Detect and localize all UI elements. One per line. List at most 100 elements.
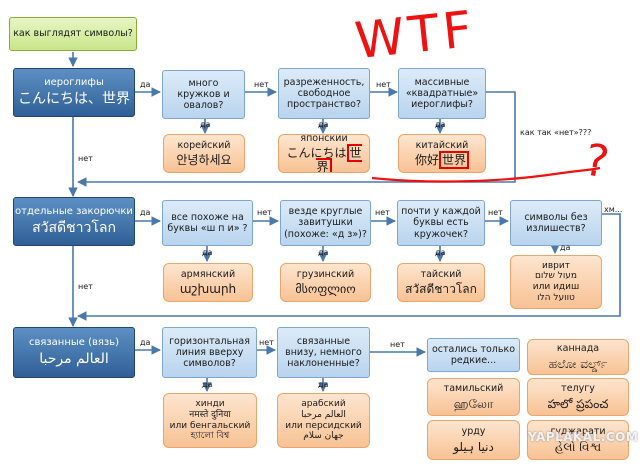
answer-korean: корейский 안녕하세요 (163, 134, 245, 173)
japanese-highlight: 世界 (316, 143, 362, 172)
question-connected-below: связанные внизу, немного наклоненные? (277, 327, 370, 378)
hindi-line3: হ্যালো বিশ্ব (190, 431, 230, 442)
chinese-sample-line: 你好世界 (414, 151, 470, 170)
connected-title: связанные (вязь) (28, 337, 120, 349)
main-node-closed-hooks: отдельные закорючки สวัสดีชาวโลก (13, 197, 135, 246)
armenian-sample: աշխարհ (179, 282, 237, 297)
label-hmm: хм... (604, 205, 623, 214)
question-only-rare: остались только редкие... (427, 338, 520, 372)
question-sparse: разреженность, свободное пространство? (278, 68, 370, 119)
question-top-line: горизонтальная линия вверху символов? (162, 327, 257, 378)
label-no-9: нет (390, 340, 405, 349)
hieroglyphs-sample: こんにちは、世界 (18, 91, 130, 108)
answer-urdu: урду دنیا ہیلو (427, 420, 520, 460)
tamil-name: тамильский (443, 383, 504, 395)
label-yes-7: да (318, 248, 329, 257)
label-yes-6: да (202, 248, 213, 257)
label-no-6: нет (488, 208, 503, 217)
edge-square-loopback (77, 91, 516, 187)
korean-sample: 안녕하세요 (176, 153, 232, 168)
label-yes-10: да (140, 338, 151, 347)
answer-kannada: каннада ಹಲೋ ವರ್ಲ್ಡ್ (527, 339, 629, 375)
answer-tamil: тамильский ஹலோ (427, 378, 520, 416)
arabic-line3: جهان سلام (303, 431, 344, 442)
closed-hooks-sample: สวัสดีชาวโลก (32, 220, 116, 237)
answer-armenian: армянский աշխարհ (163, 263, 253, 302)
answer-hebrew: иврит מעול שלום или идиш טוועל הלו (510, 255, 602, 309)
closed-hooks-title: отдельные закорючки (15, 206, 133, 218)
label-no-1: нет (254, 80, 269, 89)
urdu-sample: دنیا ہیلو (453, 439, 494, 454)
question-each-letter: почти у каждой буквы есть кружочек? (397, 200, 485, 246)
answer-georgian: грузинский მსოფლიო (280, 263, 371, 302)
gujarati-sample: હેલો વિશ્વ (554, 439, 602, 454)
chinese-name: китайский (415, 139, 469, 151)
hindi-line2: или бенгальский (169, 420, 251, 431)
label-no-2: нет (376, 80, 391, 89)
hebrew-line1: מעול שלום (534, 271, 578, 282)
label-yes-12: да (318, 380, 329, 389)
telugu-name: телугу (561, 383, 595, 395)
arabic-name: арабский (301, 399, 346, 410)
kannada-sample: ಹಲೋ ವರ್ಲ್ಡ್ (548, 356, 608, 371)
georgian-sample: მსოფლიო (295, 282, 356, 297)
red-squiggle (371, 166, 601, 183)
answer-arabic: арабский العالم مرحبا или персидский جها… (277, 393, 370, 448)
main-node-connected: связанные (вязь) العالم مرحبا (13, 327, 135, 378)
label-yes-2: да (200, 120, 211, 129)
thai-sample: สวัสดีชาวโลก (405, 282, 477, 297)
label-no-7: нет (78, 282, 93, 291)
answer-telugu: телугу హలో ప్రపంచ (527, 378, 629, 416)
gujarati-name: гуджарати (550, 426, 606, 438)
urdu-name: урду (461, 426, 486, 438)
label-yes-11: да (202, 380, 213, 389)
label-how-no: как так «нет»??? (520, 128, 592, 137)
arabic-line1: العالم مرحبا (301, 409, 346, 420)
hebrew-line3: טוועל הלו (537, 292, 575, 303)
answer-hindi: хинди नमस्ते दुनिया или бенгальский হ্যা… (163, 393, 257, 448)
label-yes-3: да (318, 120, 329, 129)
question-letters: все похоже на буквы «ш п и» ? (162, 200, 253, 246)
japanese-sample-line: こんにちは世界 (282, 143, 366, 172)
telugu-sample: హలో ప్రపంచ (547, 396, 609, 411)
label-no-8: нет (259, 338, 274, 347)
label-yes-1: да (140, 80, 151, 89)
main-node-hieroglyphs: иероглифы こんにちは、世界 (13, 68, 135, 117)
edge-noexcess-loopback (77, 213, 621, 321)
japanese-name: японский (300, 134, 348, 144)
hebrew-name: иврит (542, 260, 570, 271)
japanese-sample: こんにちは (286, 145, 347, 160)
answer-japanese: японский こんにちは世界 (278, 134, 370, 173)
watermark: YAPLAKAL.COM (528, 430, 639, 444)
thai-name: тайский (420, 268, 462, 280)
question-square: массивные «квадратные» иероглифы? (398, 68, 486, 119)
hieroglyphs-title: иероглифы (44, 77, 104, 89)
answer-chinese: китайский 你好世界 (398, 134, 486, 173)
label-yes-9: да (560, 243, 571, 252)
question-round: везде круглые завитушки (похоже: «д з»)? (280, 200, 371, 246)
label-yes-4: да (435, 120, 446, 129)
label-no-3: нет (78, 154, 93, 163)
question-no-excess: символы без излишеств? (510, 200, 602, 246)
answer-thai: тайский สวัสดีชาวโลก (397, 263, 485, 302)
georgian-name: грузинский (296, 268, 355, 280)
label-yes-5: да (140, 208, 151, 217)
hindi-line1: नमस्ते दुनिया (189, 409, 231, 420)
question-circles: много кружков и овалов? (162, 70, 245, 119)
hebrew-line2: или идиш (532, 282, 580, 292)
arabic-line2: или персидский (285, 420, 362, 431)
korean-name: корейский (177, 139, 231, 151)
hindi-name: хинди (195, 399, 225, 410)
answer-gujarati: гуджарати હેલો વિશ્વ (527, 420, 629, 460)
label-no-5: нет (375, 208, 390, 217)
connected-sample: العالم مرحبا (39, 351, 109, 368)
start-node: как выглядят символы? (9, 17, 137, 51)
label-no-4: нет (257, 208, 272, 217)
tamil-sample: ஹலோ (453, 396, 494, 411)
chinese-sample: 你好 (414, 153, 439, 168)
kannada-name: каннада (556, 343, 600, 355)
chinese-highlight: 世界 (439, 151, 470, 170)
armenian-name: армянский (180, 268, 236, 280)
